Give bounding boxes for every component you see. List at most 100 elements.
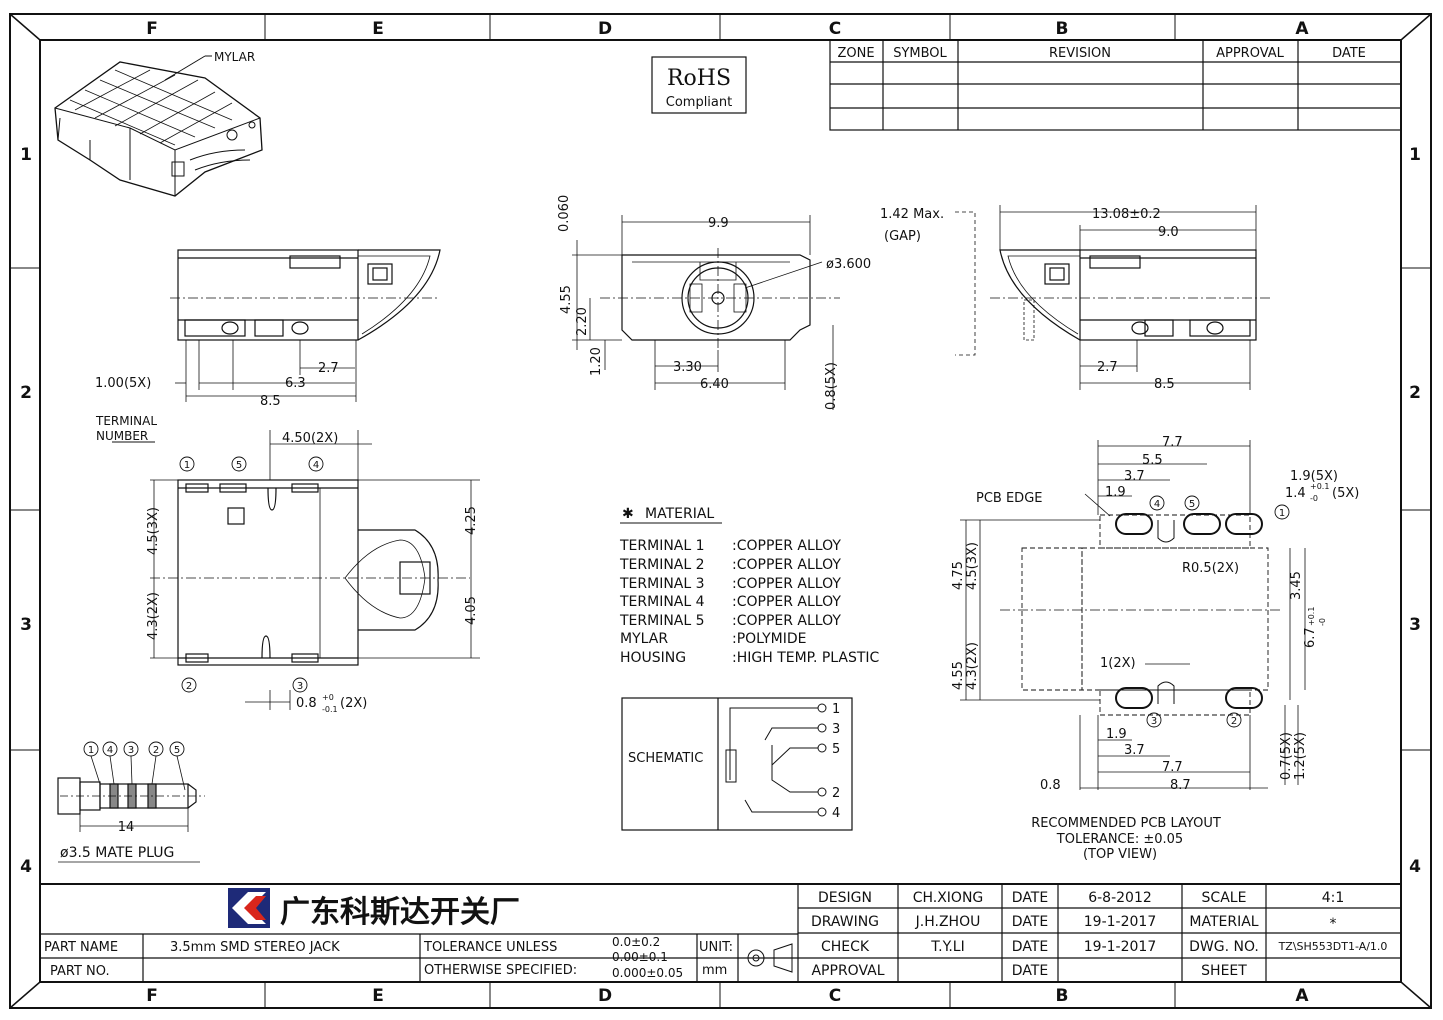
date-label: DATE bbox=[1012, 963, 1048, 979]
material-part: TERMINAL 1 bbox=[619, 538, 705, 554]
date-label: DATE bbox=[1012, 890, 1048, 906]
dim-label: 4.50(2X) bbox=[282, 431, 338, 446]
dim-label: 4.05 bbox=[464, 596, 479, 625]
dim-label: 0.060 bbox=[557, 195, 572, 232]
row-label: 4 bbox=[20, 857, 32, 877]
dim-label: 1.9 bbox=[1105, 485, 1126, 500]
material-value: :HIGH TEMP. PLASTIC bbox=[732, 650, 880, 666]
col-label: C bbox=[829, 19, 841, 39]
pcb-terminal: 4 bbox=[1154, 499, 1160, 510]
pcb-terminal: 1 bbox=[1279, 508, 1285, 519]
side-view-right bbox=[955, 205, 1270, 390]
pcb-terminal: 5 bbox=[1189, 499, 1195, 510]
dim-label: -0.1 bbox=[322, 705, 338, 714]
pcb-layout bbox=[960, 440, 1306, 790]
row-label: 2 bbox=[1409, 383, 1421, 403]
row-label: 3 bbox=[1409, 615, 1421, 635]
side-view-left bbox=[170, 249, 441, 402]
col-label: F bbox=[146, 986, 158, 1006]
col-label: C bbox=[829, 986, 841, 1006]
dim-label: 4.25 bbox=[464, 506, 479, 535]
schematic bbox=[621, 697, 853, 831]
rev-col-zone: ZONE bbox=[837, 46, 874, 61]
sheet-label: SHEET bbox=[1201, 963, 1247, 979]
material-part: TERMINAL 2 bbox=[619, 557, 705, 573]
rev-col-approval: APPROVAL bbox=[1216, 46, 1285, 61]
tolerance-value: 0.00±0.1 bbox=[612, 950, 668, 964]
drawing-label: DRAWING bbox=[811, 914, 879, 930]
pcb-terminal: 3 bbox=[1151, 716, 1157, 727]
dim-label: 2.20 bbox=[575, 307, 590, 336]
mate-plug bbox=[57, 741, 205, 863]
dim-label: 6.40 bbox=[700, 377, 729, 392]
terminal-label: TERMINAL bbox=[95, 414, 157, 428]
dim-label: 5.5 bbox=[1142, 453, 1163, 468]
rev-col-symbol: SYMBOL bbox=[893, 46, 947, 61]
dim-label: 3.45 bbox=[1289, 571, 1304, 600]
col-label: A bbox=[1295, 986, 1309, 1006]
material-part: TERMINAL 5 bbox=[619, 613, 705, 629]
pcb-terminal-markers bbox=[1146, 495, 1290, 728]
material-value: :COPPER ALLOY bbox=[732, 594, 841, 610]
plug-terminal: 5 bbox=[174, 745, 180, 756]
dim-label: 8.5 bbox=[260, 394, 281, 409]
terminal-number: 4 bbox=[313, 460, 319, 471]
dim-label: 1.9(5X) bbox=[1290, 469, 1338, 484]
isometric-view bbox=[54, 55, 263, 197]
material-value: :COPPER ALLOY bbox=[732, 538, 841, 554]
dwg-no-label: DWG. NO. bbox=[1189, 939, 1259, 955]
check-date: 19-1-2017 bbox=[1084, 939, 1156, 955]
design-label: DESIGN bbox=[818, 890, 872, 906]
col-label: F bbox=[146, 19, 158, 39]
dim-label: 1.00(5X) bbox=[95, 376, 151, 391]
dim-label: -0 bbox=[1310, 494, 1318, 503]
dim-label: 2.7 bbox=[318, 361, 339, 376]
design-date: 6-8-2012 bbox=[1088, 890, 1152, 906]
scale-value: 4:1 bbox=[1322, 890, 1345, 906]
dim-label: 1(2X) bbox=[1100, 656, 1136, 671]
dim-label: +0 bbox=[322, 693, 334, 702]
col-label: E bbox=[372, 19, 384, 39]
dim-label: 8.5 bbox=[1154, 377, 1175, 392]
pcb-caption: TOLERANCE: ±0.05 bbox=[1056, 832, 1183, 847]
schematic-label: SCHEMATIC bbox=[628, 751, 703, 766]
dim-label: -0 bbox=[1318, 618, 1327, 626]
dim-label: +0.1 bbox=[1310, 482, 1329, 491]
col-label: A bbox=[1295, 19, 1309, 39]
col-label: B bbox=[1056, 19, 1069, 39]
tolerance-value: 0.0±0.2 bbox=[612, 935, 660, 949]
material-list: ✱ MATERIAL TERMINAL 1 :COPPER ALLOY TERM… bbox=[619, 506, 880, 666]
dwg-no: TZ\SH553DT1-A/1.0 bbox=[1278, 940, 1388, 953]
part-name-label: PART NAME bbox=[44, 940, 118, 955]
unit-value: mm bbox=[702, 963, 727, 978]
rohs-subtitle: Compliant bbox=[666, 95, 732, 110]
dim-label: 3.7 bbox=[1124, 743, 1145, 758]
plug-terminal: 3 bbox=[128, 745, 134, 756]
material-label: MATERIAL bbox=[1189, 914, 1258, 930]
row-label: 4 bbox=[1409, 857, 1421, 877]
check-label: CHECK bbox=[821, 939, 870, 955]
revision-table: ZONE SYMBOL REVISION APPROVAL DATE bbox=[829, 39, 1402, 131]
tolerance-text: TOLERANCE UNLESS bbox=[423, 940, 557, 955]
col-label: D bbox=[598, 19, 612, 39]
row-label: 1 bbox=[20, 145, 32, 165]
title-block bbox=[40, 883, 1401, 982]
dim-label: (GAP) bbox=[884, 229, 921, 244]
col-label: D bbox=[598, 986, 612, 1006]
dim-label: 13.08±0.2 bbox=[1092, 207, 1161, 222]
svg-text:✱: ✱ bbox=[622, 506, 634, 522]
top-view bbox=[150, 430, 480, 710]
schematic-pin: 3 bbox=[832, 722, 840, 737]
dim-label: 1.20 bbox=[589, 347, 604, 376]
dim-label: ø3.600 bbox=[826, 257, 871, 272]
material-value: :COPPER ALLOY bbox=[732, 613, 841, 629]
approval-label: APPROVAL bbox=[811, 963, 884, 979]
material-part: TERMINAL 4 bbox=[619, 594, 705, 610]
check-by: T.Y.LI bbox=[930, 939, 964, 955]
dim-label: 0.8 bbox=[296, 696, 317, 711]
plug-terminal: 4 bbox=[107, 745, 113, 756]
dim-label: 9.0 bbox=[1158, 225, 1179, 240]
projection-symbol-icon bbox=[742, 943, 793, 973]
dim-label: 0.8 bbox=[1040, 778, 1061, 793]
col-label: B bbox=[1056, 986, 1069, 1006]
